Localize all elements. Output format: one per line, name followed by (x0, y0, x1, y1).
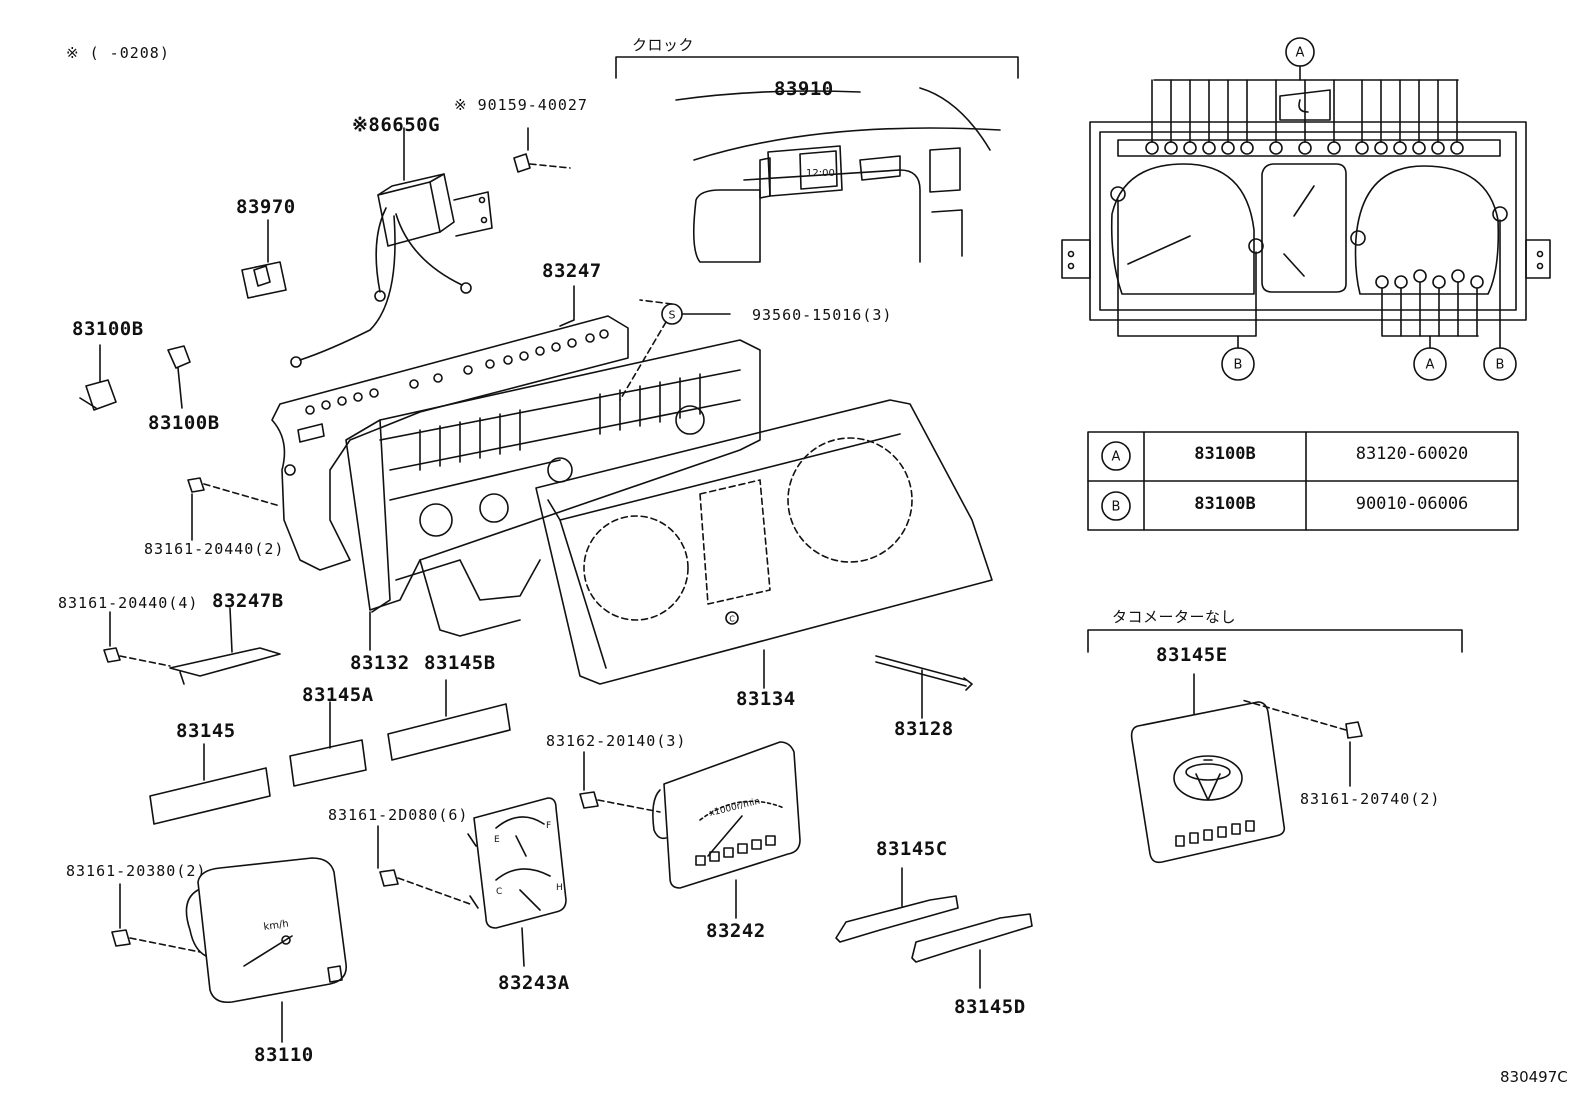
bulbs-83100B-drawing (79, 344, 191, 411)
part-83162-20140: 83162-20140(3) (546, 732, 687, 750)
speed-unit-text: km/h (263, 919, 290, 933)
glass-83134-drawing (535, 399, 993, 689)
temp-h-text: H (556, 883, 563, 893)
callout-b-right (1483, 347, 1517, 381)
plates-drawing (149, 679, 511, 825)
callout-b-left (1221, 347, 1255, 381)
clock-display-text: 12:00 (806, 168, 835, 179)
case-83132-drawing (345, 339, 761, 651)
part-83243A: 83243A (498, 972, 570, 994)
part-83134: 83134 (736, 688, 796, 710)
trim-83145C-D-drawing (835, 867, 1033, 989)
tachometer-83242-drawing (652, 741, 801, 919)
part-83145: 83145 (176, 720, 236, 742)
part-83132: 83132 (350, 652, 410, 674)
part-83145C: 83145C (876, 838, 948, 860)
no-tacho-bracket (1087, 629, 1463, 653)
part-83110: 83110 (254, 1044, 314, 1066)
table-part-b: 83100B (1194, 494, 1256, 514)
screws-drawing (103, 477, 1363, 953)
part-83161-20440-4: 83161-20440(4) (58, 594, 199, 612)
part-83161-20440-2: 83161-20440(2) (144, 540, 285, 558)
fuel-temp-83243A-drawing (467, 797, 567, 967)
clock-bracket (615, 56, 1019, 79)
rod-83128-drawing (875, 655, 973, 719)
parts-table-drawing (1087, 431, 1519, 531)
fuel-f-text: F (546, 821, 551, 831)
speedometer-83110-drawing (185, 857, 347, 1043)
table-part-a: 83100B (1194, 444, 1256, 464)
callout-b-right-label: B (1496, 358, 1505, 373)
table-key-a: A (1112, 450, 1121, 465)
callout-a-bottom (1413, 347, 1447, 381)
part-93560-15016: 93560-15016(3) (752, 306, 893, 324)
callout-c-label: C (729, 615, 735, 624)
dashboard-clock-drawing (675, 87, 1001, 263)
part-86650G: ※86650G (352, 114, 441, 136)
callout-s-label: S (669, 309, 676, 322)
callout-a-top (1285, 37, 1315, 67)
part-83100B-2: 83100B (148, 412, 220, 434)
part-83247B: 83247B (212, 590, 284, 612)
temp-c-text: C (496, 887, 502, 897)
section-clock-label: クロック (632, 36, 695, 54)
panel-83145E-drawing (1130, 673, 1286, 864)
part-83145B: 83145B (424, 652, 496, 674)
figure-id: 830497C (1500, 1068, 1568, 1086)
cluster-front-view-drawing (1061, 37, 1551, 381)
header-note: ※ ( -0208) (66, 44, 170, 62)
connector-83970-drawing (241, 219, 287, 299)
part-90159-40027: ※ 90159-40027 (454, 96, 588, 114)
table-number-b: 90010-06006 (1355, 494, 1469, 514)
part-83247: 83247 (542, 260, 602, 282)
part-83910: 83910 (774, 78, 834, 100)
table-number-a: 83120-60020 (1355, 444, 1469, 464)
callout-a-top-label: A (1296, 46, 1305, 61)
board-83247B-drawing (169, 607, 281, 685)
section-no-tacho-label: タコメーターなし (1112, 608, 1237, 626)
table-key-b: B (1112, 500, 1121, 515)
part-83161-2D080: 83161-2D080(6) (328, 806, 469, 824)
part-83145D: 83145D (954, 996, 1026, 1018)
unit-86650G-drawing (290, 127, 571, 368)
part-83128: 83128 (894, 718, 954, 740)
callout-b-left-label: B (1234, 358, 1243, 373)
part-83145A: 83145A (302, 684, 374, 706)
callout-a-bottom-label: A (1426, 358, 1435, 373)
tacho-unit-text: x1000r/min (708, 797, 761, 819)
part-83100B-1: 83100B (72, 318, 144, 340)
part-83970: 83970 (236, 196, 296, 218)
part-83242: 83242 (706, 920, 766, 942)
part-83145E: 83145E (1156, 644, 1228, 666)
fuel-e-text: E (494, 835, 500, 845)
part-83161-20380: 83161-20380(2) (66, 862, 207, 880)
part-83161-20740: 83161-20740(2) (1300, 790, 1441, 808)
